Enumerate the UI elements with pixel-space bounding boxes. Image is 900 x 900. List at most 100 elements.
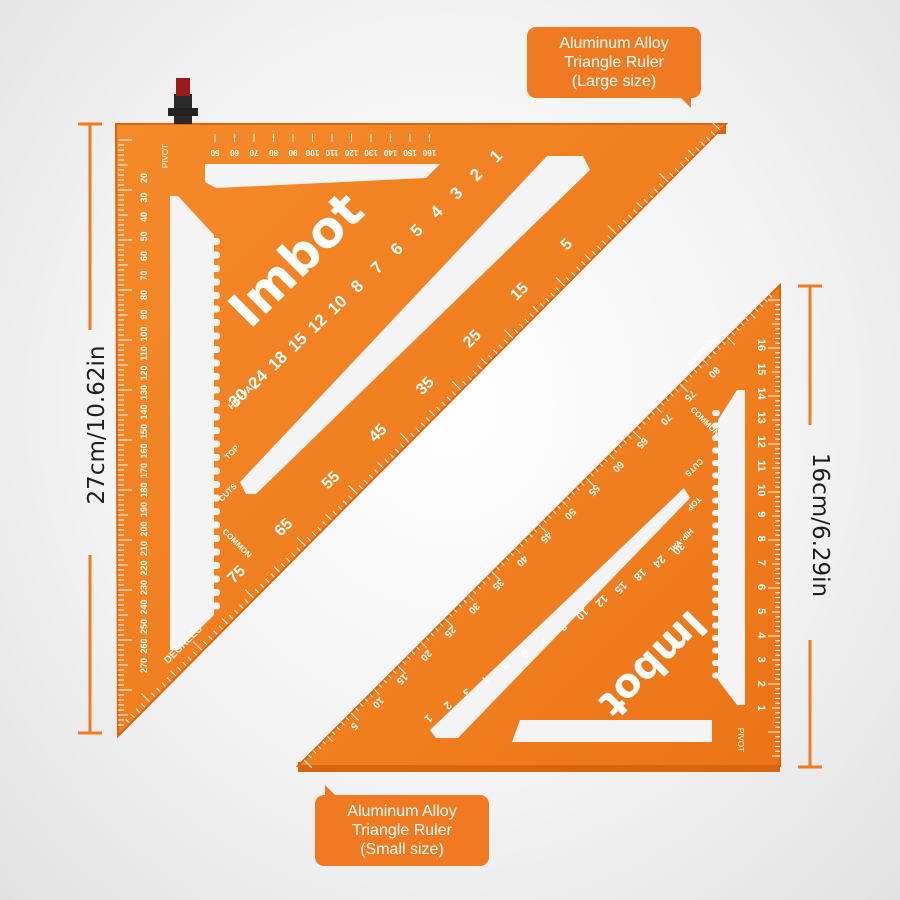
tick [607,225,617,235]
tick [628,214,633,219]
top-scale-label: 110 [325,148,338,157]
tick [488,354,493,360]
top-scale-label: 60 [230,148,239,157]
tick [187,656,192,661]
callout-small-size: Aluminum Alloy Triangle Ruler (Small siz… [315,785,489,866]
tick [711,121,721,131]
tick [712,350,717,355]
tick [308,754,312,759]
tick [659,183,664,188]
tick [311,531,317,536]
tick [703,360,709,366]
degree-label: 100 [139,326,149,341]
notch [210,589,220,596]
tick [441,401,446,406]
degree-label: 160 [139,443,149,458]
tick [674,167,679,172]
tick [529,313,534,318]
top-scale-label: 100 [305,148,319,157]
tick [623,440,627,444]
large-ruler-cutout-left [170,196,214,650]
top-scale-label: 70 [249,148,258,157]
tick [726,336,736,346]
tick [463,599,467,604]
tick [768,294,773,298]
tick [596,245,602,250]
tick [491,571,501,581]
large-degree-scale: 2030405060708090100110120130140150160170… [139,173,149,673]
notch [712,510,720,516]
notch [712,497,720,504]
tick [670,393,674,397]
tick [296,547,301,552]
tick [350,712,360,722]
tick [543,519,547,524]
notch [712,547,720,554]
degree-label: 90 [139,309,149,319]
notch [712,560,720,566]
tick [392,670,397,674]
tick [462,380,467,386]
right-scale-label: 6 [755,584,767,590]
tick [750,313,756,319]
degree-label: 120 [139,365,149,380]
tick [555,277,565,287]
degree-label: 260 [139,638,149,653]
tick [482,581,486,585]
notch [712,622,720,629]
notch [210,305,220,313]
tick [389,453,394,458]
tick [244,599,249,604]
tick [377,461,384,469]
tick [452,381,462,391]
tick [369,693,373,698]
tick [669,172,674,178]
tick [125,718,130,724]
tick [415,427,420,432]
tick [458,604,463,609]
tick [135,708,140,713]
tick [468,595,474,601]
tick [378,684,383,688]
large-triangle-ruler: 2030405060708090100110120130140150160170… [114,78,729,739]
notch [712,472,720,479]
large-ruler-notches [210,238,220,610]
tick [331,731,336,735]
degree-label: 20 [139,173,149,183]
right-scale-label: 4 [755,632,767,639]
top-scale-label: 90 [288,148,297,157]
tick [562,501,568,507]
tick [764,299,768,303]
tick [700,141,705,146]
tick [364,698,369,703]
tick [576,487,580,491]
notch [210,535,220,542]
callout-small-line1: Aluminum Alloy [347,803,457,820]
notch [210,373,220,380]
tick [400,433,410,443]
tick [609,454,615,460]
tick [410,432,415,438]
large-left-edge-ticks [118,139,132,726]
tick [192,641,203,651]
right-scale-label: 9 [755,511,767,517]
tick [451,391,457,396]
tick [327,736,333,742]
notch [712,422,720,429]
tick [363,479,368,484]
tick [317,526,322,531]
tick [524,318,529,323]
tick [313,750,317,754]
degree-label: 170 [139,463,149,478]
tick [524,538,529,543]
tick [303,759,313,769]
tick [731,331,735,336]
right-scale-label: 7 [755,560,767,566]
tick [636,201,643,209]
degree-label: 140 [139,404,149,419]
tick [317,745,322,750]
tick [515,548,521,554]
tick [745,317,749,322]
top-scale-label: 120 [344,148,358,157]
tick [698,364,702,369]
